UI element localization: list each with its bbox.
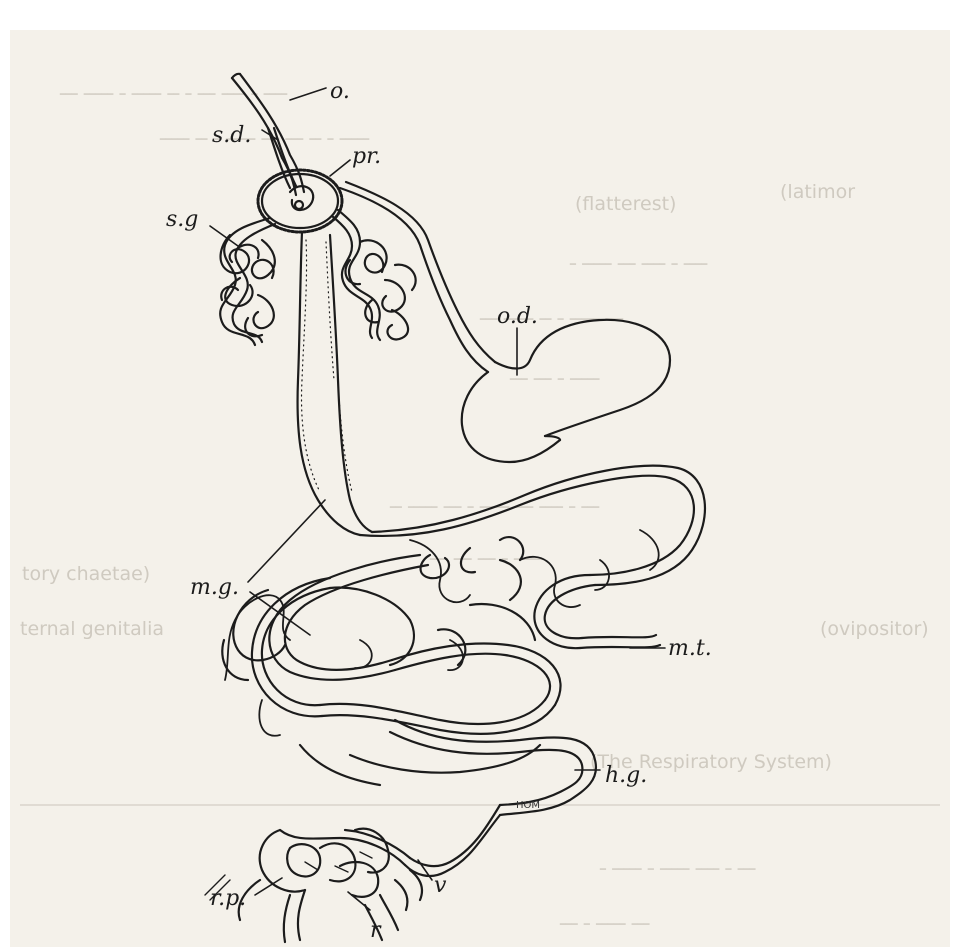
label-midgut: m.g.	[190, 575, 239, 600]
label-oesophagus: o.	[330, 79, 350, 104]
ghost-line-9: ـــ ـــــ ـ ـــ	[559, 906, 651, 930]
label-rectum: r	[370, 918, 382, 943]
ghost-latimor: (latimor	[780, 181, 855, 203]
ghost-line-1: ــــ ـ ــــ ـــ ـ ــ ـــــ ـ ـــــ ـــ	[59, 76, 288, 100]
salivary-gland-right	[332, 210, 416, 340]
label-salivary-gland: s.g	[166, 207, 198, 232]
label-hom: HOM	[516, 800, 540, 811]
label-rectal-papillae: r.p.	[210, 886, 246, 911]
label-oviduct: o.d.	[497, 304, 538, 329]
hindgut	[300, 720, 596, 876]
ghost-line-2: ـــــ ـ ــ ـــ ـــ ـــــ ـ ــ ـــــ	[159, 121, 370, 145]
ghost-flatterest: (flatterest)	[575, 193, 676, 215]
ghost-line-6: ـــ ـ ــــ ـــ ـــــ ـ ـــ ـــــ ــ	[389, 489, 600, 513]
ghost-line-3: ــــ ـ ــــ ـــ ـــــ ـ	[569, 246, 708, 270]
ghost-line-7: ـــــ ـ ـــ ـــ ـــ	[429, 541, 544, 565]
ghost-tory-chaetae: tory chaetae)	[22, 563, 150, 585]
label-malpighian-tubules: m.t.	[668, 636, 712, 661]
label-salivary-duct: s.d.	[212, 123, 251, 148]
ghost-line-5: ـــــ ـ ـــ ـــ	[509, 361, 601, 385]
midgut-tube	[298, 232, 372, 535]
label-v: v	[434, 873, 447, 898]
ghost-ovipositor: (ovipositor)	[820, 618, 929, 640]
label-hindgut: h.g.	[605, 763, 647, 788]
salivary-gland-left	[220, 218, 275, 345]
ghost-ternal-genitalia: ternal genitalia	[20, 618, 164, 640]
label-proventriculus: pr.	[352, 144, 381, 169]
bleed-through-text: ــــ ـ ــــ ـــ ـ ــ ـــــ ـ ـــــ ـــ ـ…	[20, 76, 940, 930]
ghost-line-8: ـــ ـ ــــ ـــــ ـ ـــــ ـ	[599, 851, 756, 875]
